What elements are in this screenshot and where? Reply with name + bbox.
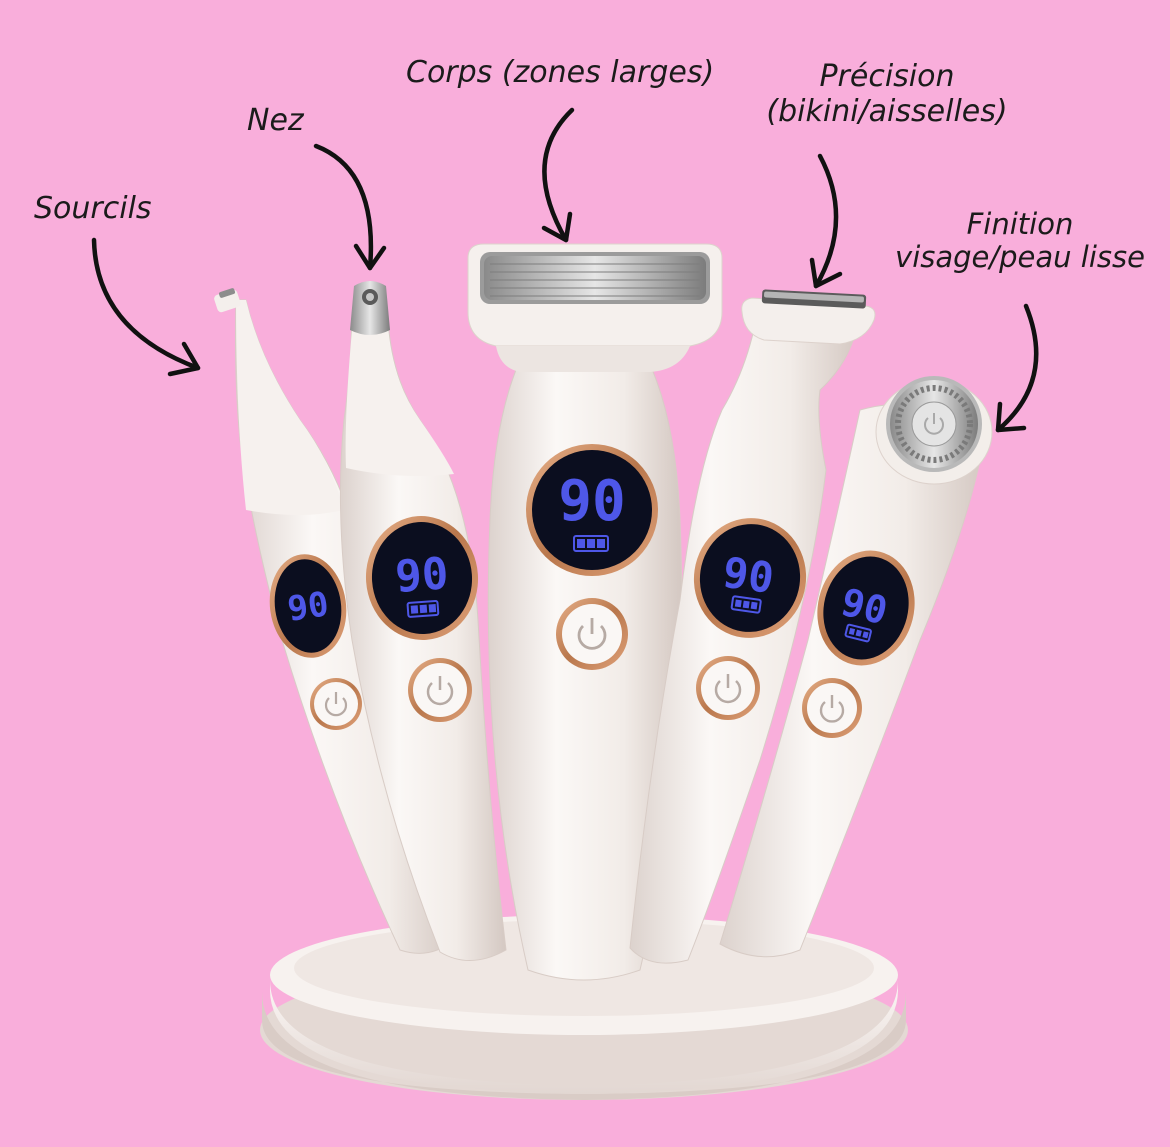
power-button[interactable] bbox=[310, 678, 362, 730]
body-shaver: 90 bbox=[467, 243, 723, 981]
label-precision: Précision (bikini/aisselles) bbox=[750, 59, 1024, 129]
display-body: 90 bbox=[558, 469, 625, 534]
label-corps: Corps (zones larges) bbox=[406, 55, 715, 90]
label-sourcils: Sourcils bbox=[34, 191, 152, 226]
curved-arrow-icon bbox=[541, 107, 575, 243]
curved-arrow-icon bbox=[995, 303, 1039, 433]
power-icon bbox=[577, 618, 607, 650]
label-nez: Nez bbox=[247, 103, 304, 138]
power-icon bbox=[924, 413, 944, 435]
curved-arrow-icon bbox=[313, 143, 387, 271]
battery-icon bbox=[730, 595, 762, 614]
nose-trimmer: 90 bbox=[339, 281, 507, 961]
power-icon bbox=[426, 676, 454, 706]
display-nose: 90 bbox=[394, 548, 450, 603]
display-precision: 90 bbox=[720, 547, 777, 603]
battery-icon bbox=[406, 600, 440, 618]
label-finition-line2: visage/peau lisse bbox=[895, 240, 1145, 275]
display-eyebrow: 90 bbox=[285, 584, 331, 629]
display-face: 90 bbox=[837, 580, 892, 634]
precision-trimmer: 90 bbox=[629, 289, 876, 964]
power-icon bbox=[324, 692, 348, 717]
battery-icon bbox=[844, 623, 872, 643]
power-icon bbox=[819, 695, 845, 723]
curved-arrow-icon bbox=[809, 153, 843, 289]
face-shaver: 90 bbox=[719, 376, 993, 958]
power-icon bbox=[714, 674, 742, 704]
power-button[interactable] bbox=[802, 678, 862, 738]
label-finition-line1: Finition bbox=[966, 207, 1074, 241]
label-precision-line2: (bikini/aisselles) bbox=[766, 93, 1008, 129]
battery-icon bbox=[573, 535, 609, 552]
curved-arrow-icon bbox=[91, 237, 201, 377]
label-precision-line1: Précision bbox=[819, 59, 955, 94]
power-button[interactable] bbox=[556, 598, 628, 670]
power-button[interactable] bbox=[408, 658, 472, 722]
power-button[interactable] bbox=[696, 656, 760, 720]
label-finition: Finition visage/peau lisse bbox=[884, 207, 1156, 275]
